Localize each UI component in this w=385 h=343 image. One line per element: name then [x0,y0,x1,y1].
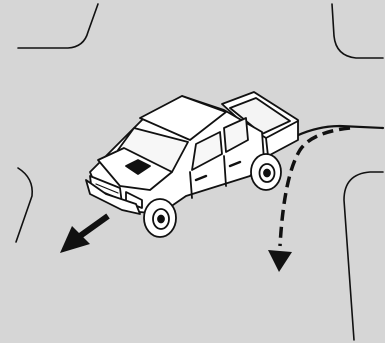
intersection-diagram [0,0,385,343]
